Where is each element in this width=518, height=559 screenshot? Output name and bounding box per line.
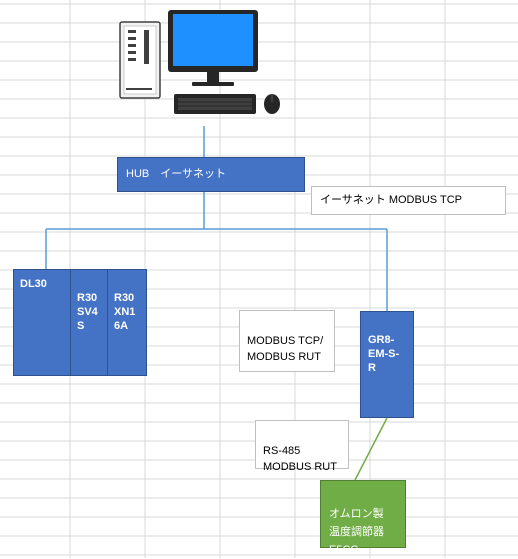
dl30-module: DL30 (13, 269, 71, 376)
hub-ethernet-box: HUB イーサネット (117, 157, 305, 192)
rs485-modbus-rut-note: RS-485 MODBUS RUT (255, 420, 349, 473)
monitor-icon (168, 10, 258, 86)
r30-sv4s-module: R30 SV4 S (70, 269, 108, 376)
desktop-computer-icon (119, 10, 280, 114)
keyboard-icon (174, 94, 256, 114)
omron-e5cc-controller: オムロン製 温度調節器 E5CC (320, 480, 406, 556)
hub-label: HUB イーサネット (126, 168, 227, 180)
ethernet-modbus-tcp-label: イーサネット MODBUS TCP (320, 194, 462, 206)
pc-tower-icon (119, 21, 161, 99)
r30-sv4s-label: R30 SV4 S (77, 292, 98, 332)
gr8-label: GR8- EM-S- R (368, 334, 400, 374)
ethernet-modbus-tcp-note: イーサネット MODBUS TCP (311, 186, 506, 215)
omron-label: オムロン製 温度調節器 E5CC (329, 508, 384, 556)
rs485-wire (354, 417, 388, 481)
modbus-tcp-rut-note: MODBUS TCP/ MODBUS RUT (239, 310, 335, 372)
mouse-icon (264, 94, 280, 114)
r30-xn16a-label: R30 XN1 6A (114, 292, 136, 332)
modbus-tcp-rut-label: MODBUS TCP/ MODBUS RUT (247, 335, 324, 363)
gr8-em-s-r-module: GR8- EM-S- R (360, 311, 414, 418)
rs485-modbus-rut-label: RS-485 MODBUS RUT (263, 445, 337, 473)
dl30-label: DL30 (20, 278, 47, 290)
r30-xn16a-module: R30 XN1 6A (107, 269, 147, 376)
